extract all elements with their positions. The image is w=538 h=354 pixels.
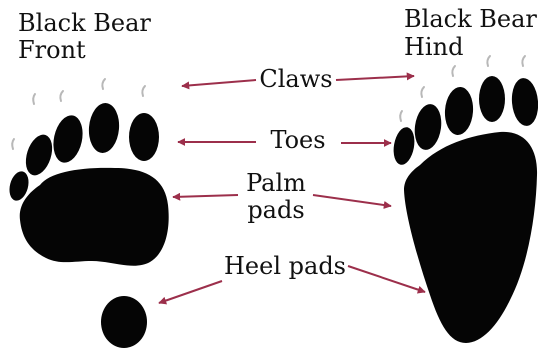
front-title-line2: Front (18, 37, 86, 63)
hind-toe-2 (412, 102, 444, 151)
hind-toe-5 (510, 77, 538, 127)
hind-toe-4 (479, 76, 505, 122)
front-toe-3 (49, 113, 86, 166)
front-claw-5 (142, 86, 145, 96)
hind-paw-print (391, 56, 538, 343)
hind-title-line2: Hind (404, 34, 463, 60)
palm-label-line1: Palm (226, 170, 326, 196)
claws-arrow-left (182, 80, 256, 86)
front-toe-5 (129, 113, 159, 161)
front-claw-3 (60, 91, 63, 101)
front-heel-pad (101, 296, 147, 348)
front-toe-2 (21, 131, 57, 178)
front-paw-print (6, 79, 168, 348)
hind-claw-2 (421, 87, 424, 97)
front-palm-pad (20, 168, 169, 266)
front-claw-4 (102, 79, 105, 89)
hind-toe-3 (443, 86, 474, 136)
hind-claw-1 (400, 111, 402, 121)
palm-label-line2: pads (226, 197, 326, 223)
claws-label: Claws (246, 66, 346, 92)
heel-pads-label: Heel pads (210, 253, 360, 279)
hind-toe-1 (391, 126, 417, 167)
front-claw-1 (12, 139, 14, 149)
front-claw-2 (33, 94, 35, 104)
claws-arrow-right (336, 76, 414, 80)
hind-title-line1: Black Bear (404, 6, 537, 32)
hind-claw-5 (522, 56, 525, 66)
toes-label: Toes (250, 127, 346, 153)
hind-claw-4 (487, 56, 490, 66)
hind-claw-3 (452, 66, 455, 76)
front-toe-4 (87, 102, 121, 154)
heel-arrow-left (159, 281, 222, 303)
hind-sole-pad (404, 132, 537, 343)
front-title-line1: Black Bear (18, 10, 151, 36)
